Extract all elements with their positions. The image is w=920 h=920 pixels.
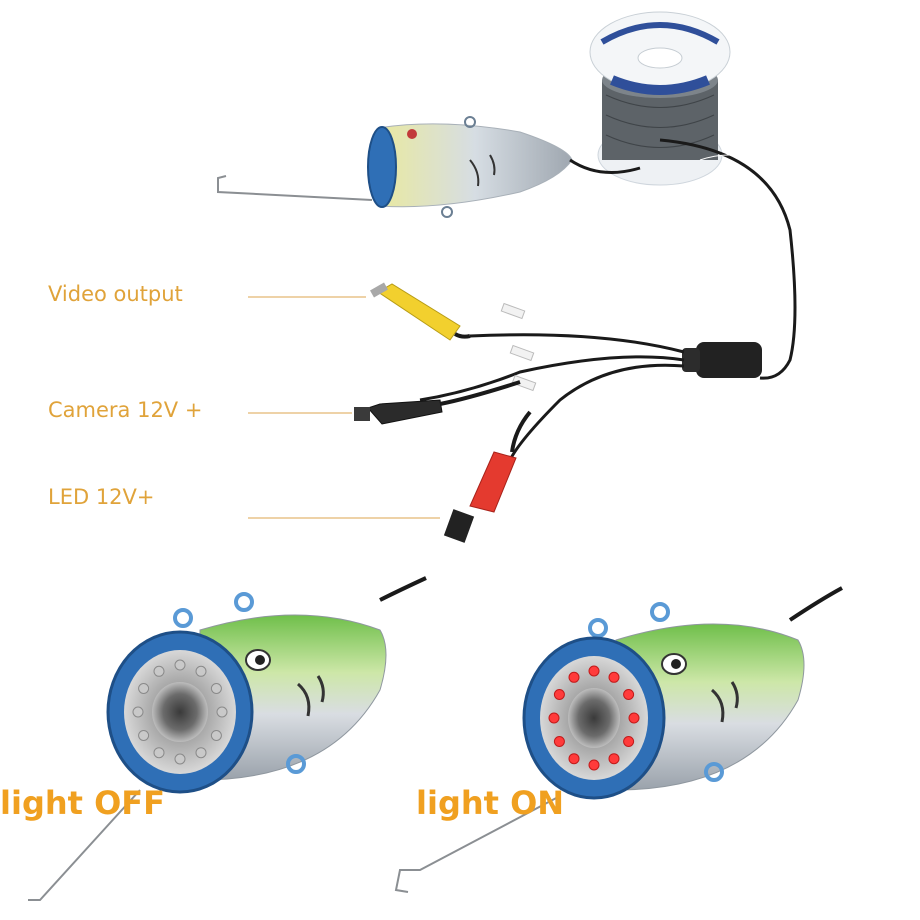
led-power-plug: [443, 410, 532, 543]
led-dot: [623, 689, 635, 700]
led-dot: [553, 689, 565, 700]
light-off-label: light OFF: [0, 784, 165, 822]
main-cable: [569, 138, 797, 380]
led-dot: [195, 747, 207, 759]
led-dot: [568, 671, 580, 683]
camera-12v-label: Camera 12V +: [48, 398, 203, 422]
led-dot: [216, 706, 228, 718]
led-dot: [623, 736, 635, 747]
led-dot: [210, 730, 222, 741]
led-dot: [174, 753, 186, 765]
led-dot: [608, 753, 620, 765]
led-dot: [568, 753, 580, 765]
leader-lines: [248, 296, 440, 519]
led-dot: [195, 665, 207, 677]
led-dot: [553, 736, 565, 747]
small-camera: [217, 116, 573, 218]
cable-splitter: [419, 302, 762, 461]
cable-spool: [589, 11, 731, 186]
led-dot: [628, 712, 640, 724]
led-dot: [132, 706, 144, 718]
led-dot: [153, 665, 165, 677]
led-dot: [138, 730, 150, 741]
camera-light-on: [394, 586, 843, 893]
led-dot: [608, 671, 620, 683]
led-dot: [138, 683, 150, 694]
video-output-label: Video output: [48, 282, 183, 306]
led-dot: [210, 683, 222, 694]
camera-light-off: [28, 576, 427, 901]
camera-power-plug: [354, 380, 521, 425]
led-dot: [153, 747, 165, 759]
led-dot: [588, 759, 600, 771]
led-dot: [548, 712, 560, 724]
led-dot: [174, 659, 186, 671]
led-12v-label: LED 12V+: [48, 485, 155, 509]
light-on-label: light ON: [416, 784, 565, 822]
video-output-plug: [370, 282, 471, 341]
led-dot: [588, 665, 600, 677]
